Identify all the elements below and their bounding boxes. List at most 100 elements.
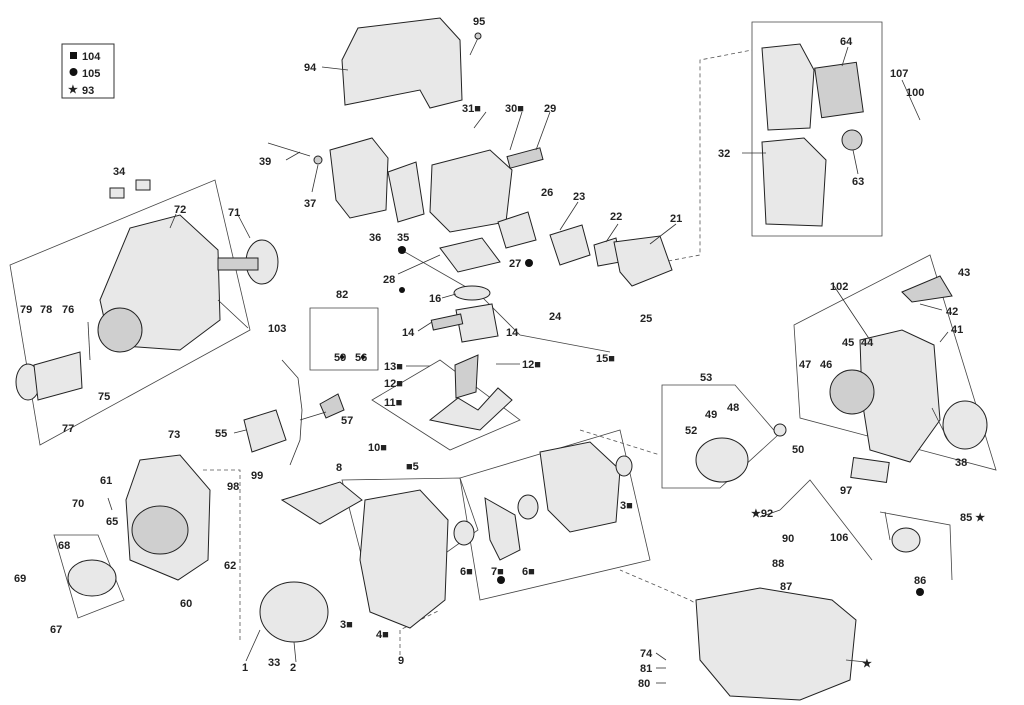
callout-106: 106 <box>830 532 848 544</box>
callout-21: 21 <box>670 213 682 225</box>
callout-60: 60 <box>180 598 192 610</box>
legend-star-icon: ★ <box>68 84 78 96</box>
callout-70: 70 <box>72 498 84 510</box>
callout-50: 50 <box>792 444 804 456</box>
callout-49: 49 <box>705 409 717 421</box>
callout-94: 94 <box>304 62 317 74</box>
callout-81: 81 <box>640 663 652 675</box>
callout-64: 64 <box>840 36 853 48</box>
callout-6b: 6■ <box>522 566 535 578</box>
callout-61: 61 <box>100 475 112 487</box>
callout-55: 55 <box>215 428 227 440</box>
callout-63: 63 <box>852 176 864 188</box>
callout-35: 35 <box>397 232 409 244</box>
callout-1: 1 <box>242 662 248 674</box>
part-shapes <box>15 17 988 701</box>
callout-14b: 14 <box>506 327 519 339</box>
callout-44: 44 <box>861 337 874 349</box>
callout-57: 57 <box>341 415 353 427</box>
callout-37: 37 <box>304 198 316 210</box>
callout-33: 33 <box>268 657 280 669</box>
callout-12a: 12■ <box>384 378 403 390</box>
callout-42: 42 <box>946 306 958 318</box>
callout-100: 100 <box>906 87 924 99</box>
callout-13: 13■ <box>384 361 403 373</box>
legend-code-104: 104 <box>82 51 101 63</box>
callout-3a: 3■ <box>620 500 633 512</box>
callout-25: 25 <box>640 313 652 325</box>
callout-28: 28 <box>383 274 395 286</box>
callout-97: 97 <box>840 485 852 497</box>
callout-14a: 14 <box>402 327 415 339</box>
callout-22: 22 <box>610 211 622 223</box>
callout-tank-star: ★ <box>862 658 872 670</box>
callout-11: 11■ <box>384 397 402 409</box>
callout-75: 75 <box>98 391 110 403</box>
callout-62: 62 <box>224 560 236 572</box>
callout-31: 31■ <box>462 103 481 115</box>
callout-32: 32 <box>718 148 730 160</box>
callout-12b: 12■ <box>522 359 541 371</box>
callout-36: 36 <box>369 232 381 244</box>
callout-98: 98 <box>227 481 239 493</box>
legend-code-93: 93 <box>82 85 94 97</box>
callout-8: 8 <box>336 462 342 474</box>
callout-3b: 3■ <box>340 619 353 631</box>
callout-95: 95 <box>473 16 485 28</box>
callout-48: 48 <box>727 402 739 414</box>
callout-85: 85 ★ <box>960 512 985 524</box>
callout-29: 29 <box>544 103 556 115</box>
leader-lines <box>87 46 949 684</box>
callout-38: 38 <box>955 457 967 469</box>
callout-41: 41 <box>951 324 963 336</box>
callout-24: 24 <box>549 311 562 323</box>
legend-code-105: 105 <box>82 68 100 80</box>
callout-102: 102 <box>830 281 848 293</box>
callout-77: 77 <box>62 423 74 435</box>
callout-9: 9 <box>398 655 404 667</box>
callout-2: 2 <box>290 662 296 674</box>
callout-15: 15■ <box>596 353 615 365</box>
callout-53: 53 <box>700 372 712 384</box>
circle-markers <box>340 246 924 596</box>
callout-87: 87 <box>780 581 792 593</box>
callout-72: 72 <box>174 204 186 216</box>
callout-43: 43 <box>958 267 970 279</box>
callout-79: 79 <box>20 304 32 316</box>
callout-73: 73 <box>168 429 180 441</box>
legend: ★ 104 105 93 <box>61 43 115 99</box>
callout-86: 86 <box>914 575 926 587</box>
callout-59: 59 <box>334 352 346 364</box>
callout-30: 30■ <box>505 103 524 115</box>
callout-99: 99 <box>251 470 263 482</box>
callout-45: 45 <box>842 337 854 349</box>
callout-39: 39 <box>259 156 271 168</box>
callout-5: ■5 <box>406 461 419 473</box>
callout-90: 90 <box>782 533 794 545</box>
callout-68: 68 <box>58 540 70 552</box>
callout-74: 74 <box>640 648 653 660</box>
callout-82: 82 <box>336 289 348 301</box>
callout-92: ★92 <box>751 508 773 520</box>
callout-80: 80 <box>638 678 650 690</box>
callout-47: 47 <box>799 359 811 371</box>
callout-69: 69 <box>14 573 26 585</box>
callout-6a: 6■ <box>460 566 473 578</box>
callouts: 95 94 31■ 30■ 29 64 107 100 32 63 39 37 … <box>14 16 985 690</box>
callout-71: 71 <box>228 207 240 219</box>
callout-26: 26 <box>541 187 553 199</box>
callout-46: 46 <box>820 359 832 371</box>
callout-76: 76 <box>62 304 74 316</box>
callout-4: 4■ <box>376 629 389 641</box>
callout-10: 10■ <box>368 442 387 454</box>
callout-65: 65 <box>106 516 118 528</box>
callout-103: 103 <box>268 323 286 335</box>
callout-56: 56 <box>355 352 367 364</box>
callout-88: 88 <box>772 558 784 570</box>
callout-27: 27 <box>509 258 521 270</box>
callout-107: 107 <box>890 68 908 80</box>
callout-78: 78 <box>40 304 52 316</box>
callout-34: 34 <box>113 166 126 178</box>
callout-67: 67 <box>50 624 62 636</box>
